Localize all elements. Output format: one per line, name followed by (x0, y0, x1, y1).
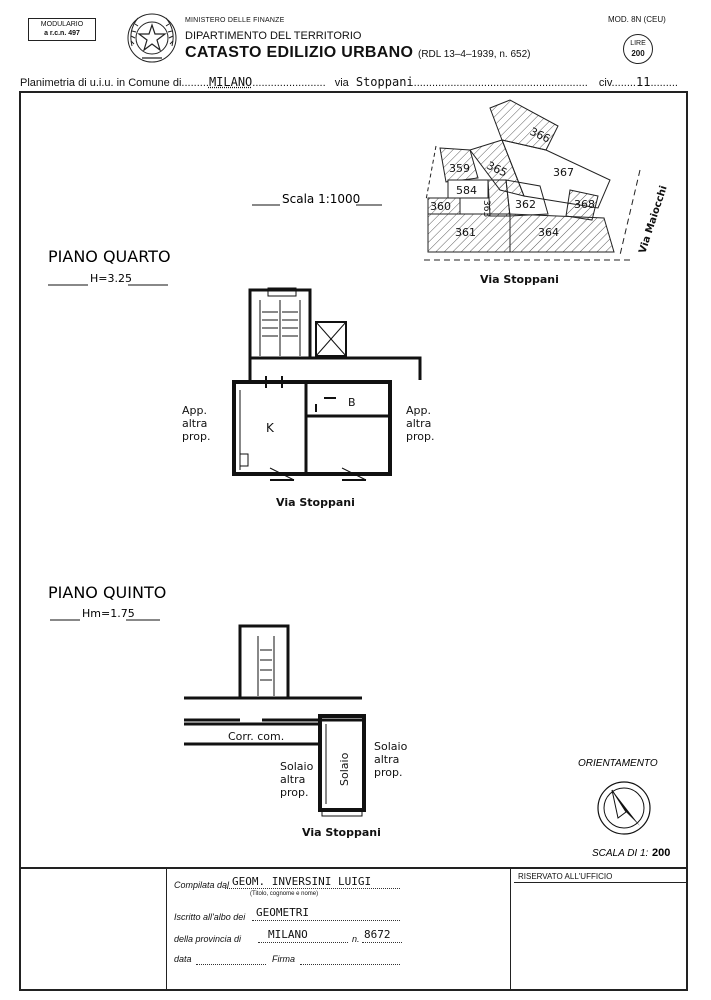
solaio-left-3: prop. (280, 786, 308, 799)
solaio-label: Solaio (338, 752, 351, 786)
compass-icon (597, 781, 651, 835)
plan-prefix: Planimetria di u.i.u. in Comune di (20, 77, 182, 89)
room-k-label: K (266, 421, 275, 435)
scala-di-value: 200 (652, 847, 670, 859)
room-b-label: B (348, 396, 356, 409)
piano-quarto-title: PIANO QUARTO (48, 247, 171, 266)
piano-quinto-title: PIANO QUINTO (48, 583, 166, 602)
via-label: via (334, 77, 349, 89)
via-stoppani-quarto: Via Stoppani (276, 496, 355, 509)
parcel-label: 363 (481, 200, 491, 217)
comune-value: MILANO (208, 75, 253, 89)
app-altra-right-3: prop. (406, 430, 434, 443)
modulario-box: MODULARIO a r.c.n. 497 (28, 18, 96, 41)
parcel-359 (439, 147, 479, 183)
compilata-value: GEOM. INVERSINI LUIGI (232, 875, 372, 888)
iscritto-value: GEOMETRI (256, 906, 309, 919)
parcel-365 (469, 139, 525, 197)
footer-divider-left (166, 869, 167, 991)
provincia-label: della provincia di (174, 934, 242, 944)
firma-line (300, 964, 400, 965)
solaio-right-2: altra (374, 753, 399, 766)
solaio-left-1: Solaio (280, 760, 314, 773)
mod-code: MOD. 8N (CEU) (608, 15, 666, 24)
footer-box (19, 869, 688, 991)
app-altra-left-1: App. (182, 404, 207, 417)
h-quinto: Hm=1.75 (82, 607, 135, 620)
compilata-label: Compilata dal (174, 880, 230, 890)
titolo-note: (Titolo, cognome e nome) (250, 891, 319, 897)
app-altra-right-1: App. (406, 404, 431, 417)
firma-label: Firma (272, 954, 295, 964)
parcel-label: 368 (574, 198, 595, 211)
floor-plan-quarto (232, 287, 422, 481)
scala-di-label: SCALA DI 1: (592, 848, 649, 859)
h-quarto: H=3.25 (90, 272, 132, 285)
civ-value: 11 (636, 75, 651, 89)
modulario-label: MODULARIO (40, 21, 84, 28)
rdl-reference: (RDL 13–4–1939, n. 652) (417, 49, 531, 60)
footer-divider-right (510, 869, 511, 991)
orientamento-label: ORIENTAMENTO (578, 758, 658, 769)
catasto-name: CATASTO EDILIZIO URBANO (185, 44, 414, 61)
catasto-title: CATASTO EDILIZIO URBANO (RDL 13–4–1939, … (185, 44, 530, 62)
lire-stamp: LIRE 200 (623, 34, 653, 64)
data-label: data (174, 954, 192, 964)
riservato-label: RISERVATO ALL'UFFICIO (518, 872, 613, 881)
parcel-label: 367 (553, 166, 574, 179)
via-value: Stoppani (355, 75, 414, 89)
department-title: DIPARTIMENTO DEL TERRITORIO (185, 30, 362, 42)
solaio-left-2: altra (280, 773, 305, 786)
provincia-value: MILANO (268, 928, 308, 941)
corr-com-label: Corr. com. (228, 730, 284, 743)
republic-emblem-icon (127, 13, 177, 63)
parcel-labels: 366 359 365 367 584 363 362 368 360 361 … (430, 125, 670, 286)
via-stoppani-map-label: Via Stoppani (480, 273, 559, 286)
lire-label: LIRE (630, 40, 646, 47)
parcel-364 (509, 213, 615, 253)
drawing-frame (19, 91, 688, 869)
civ-label: civ. (598, 77, 615, 89)
n-label: n. (352, 934, 360, 944)
parcel-label: 360 (430, 200, 451, 213)
app-altra-left-3: prop. (182, 430, 210, 443)
via-maiocchi-label: Via Maiocchi (637, 184, 669, 255)
iscritto-label: Iscritto all'albo dei (174, 912, 246, 922)
parcel-label: 359 (449, 162, 470, 175)
floor-plan-quinto (184, 624, 366, 817)
n-line (362, 942, 402, 943)
ministry-title: MINISTERO DELLE FINANZE (185, 17, 285, 24)
parcel-362 (505, 179, 549, 217)
compilata-line (225, 888, 400, 889)
scala-top: Scala 1:1000 (282, 192, 360, 206)
parcel-label: 362 (515, 198, 536, 211)
riservato-line (514, 882, 686, 883)
solaio-right-1: Solaio (374, 740, 408, 753)
parcel-label: 584 (456, 184, 477, 197)
parcel-label: 361 (455, 226, 476, 239)
iscritto-line (252, 920, 400, 921)
via-stoppani-quinto: Via Stoppani (302, 826, 381, 839)
modulario-ref: a r.c.n. 497 (44, 30, 80, 37)
data-line (196, 964, 266, 965)
solaio-right-3: prop. (374, 766, 402, 779)
plan-line: Planimetria di u.i.u. in Comune di......… (20, 75, 678, 89)
n-value: 8672 (364, 928, 391, 941)
lire-value: 200 (631, 49, 645, 58)
app-altra-right-2: altra (406, 417, 431, 430)
provincia-line (258, 942, 348, 943)
parcel-366 (489, 99, 559, 151)
location-map (424, 99, 641, 261)
parcel-label: 364 (538, 226, 559, 239)
app-altra-left-2: altra (182, 417, 207, 430)
